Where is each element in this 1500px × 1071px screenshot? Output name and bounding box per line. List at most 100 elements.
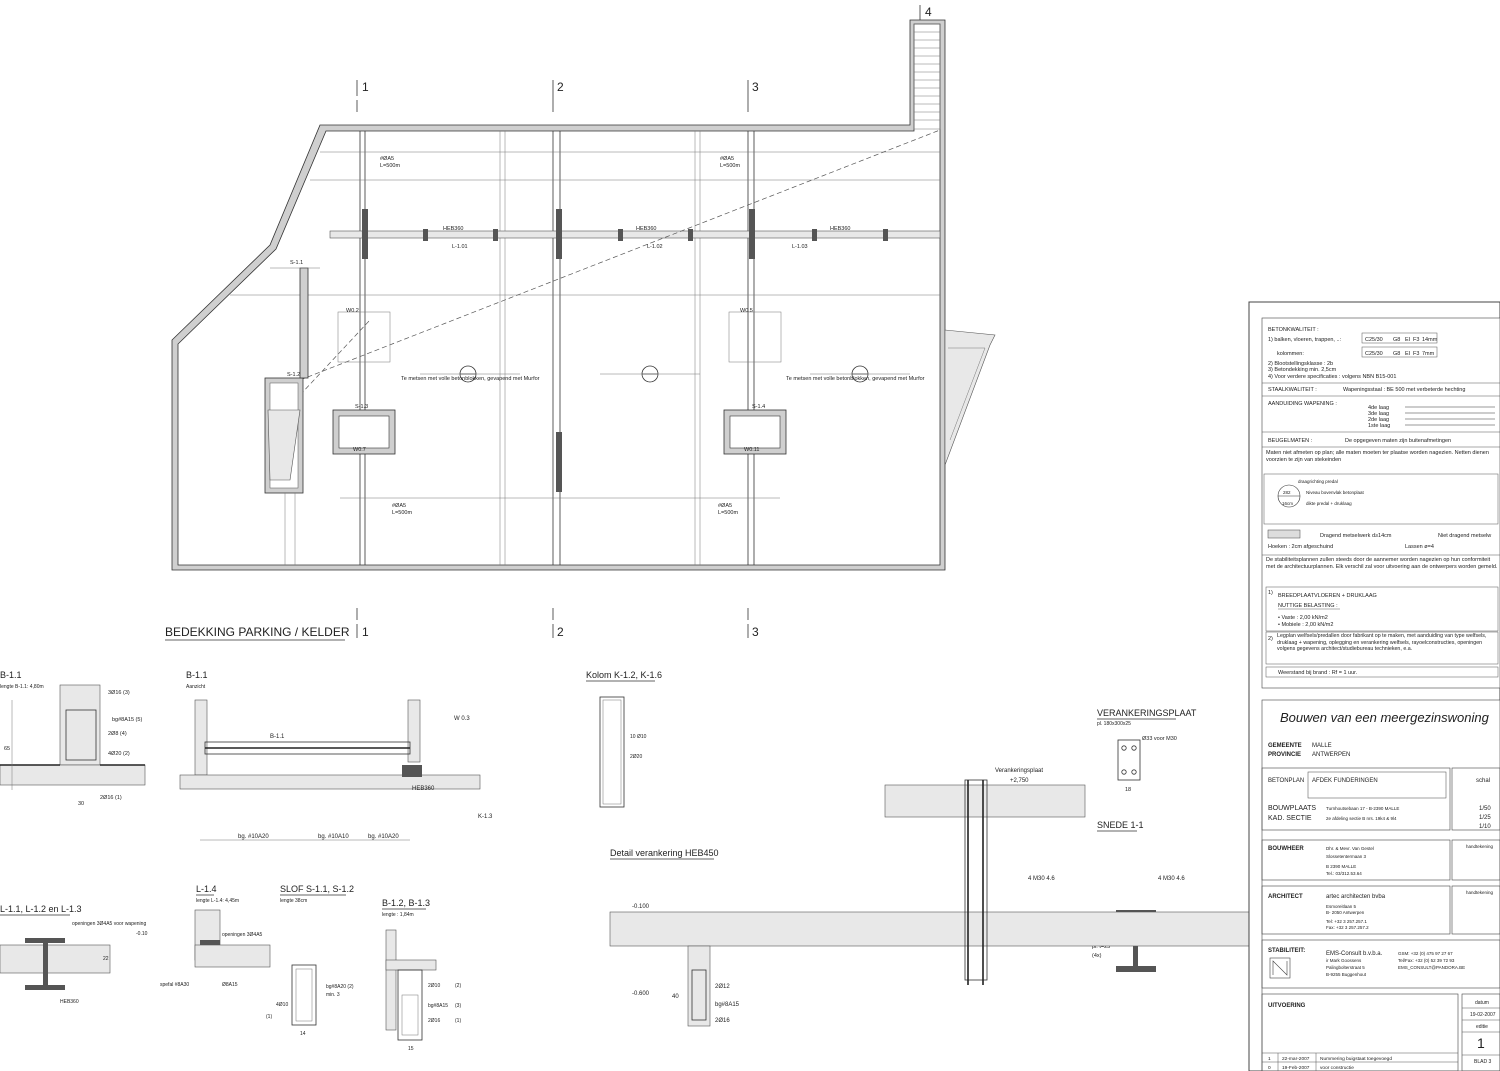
plan-labels: HEB360 HEB360 HEB360 L-1.01 L-1.02 L-1.0… — [287, 156, 925, 516]
axis-bottom-2: 2 — [557, 625, 564, 639]
tb-beton-val: C25/30 — [1365, 351, 1383, 357]
tb-stab-label: STABILITEIT: — [1268, 948, 1305, 954]
slof-label: 4Ø10 — [276, 1002, 288, 1008]
tb-beton-val: EI — [1405, 351, 1411, 357]
detail-title: L-1.4 — [196, 884, 217, 894]
detail-snede: SNEDE 1-1 pl. t=25 (4x) — [1092, 820, 1156, 972]
tb-stab-contact: GSM: +32 (0) 475 97 27 67 — [1398, 951, 1453, 956]
tb-beugel-label: BEUGELMATEN : — [1268, 438, 1313, 444]
axis-markers-bottom: 1 2 3 — [356, 608, 759, 639]
tb-gemeente-label: GEMEENTE — [1268, 743, 1302, 749]
heb-label: 4 M30 4.6 — [1028, 876, 1055, 882]
tb-stab: EMS-Consult b.v.b.a. — [1326, 951, 1383, 957]
heb-label: 4 M30 4.6 — [1158, 876, 1185, 882]
diagonal-line — [299, 129, 941, 381]
tb-schaal: 1/50 — [1479, 806, 1491, 812]
tb-rev-desc: Nummering buigstaat toegevoegd — [1320, 1056, 1392, 1062]
axis-top-1: 1 — [362, 80, 369, 94]
tb-beton-val: 14mm — [1422, 337, 1438, 343]
axis-top-3: 3 — [752, 80, 759, 94]
tb-beton-val: C25/30 — [1365, 337, 1383, 343]
tb-bouwheer: Slossetentermaan 3 — [1326, 854, 1367, 859]
tb-metsel: Niet dragend metselw — [1438, 533, 1491, 539]
b12-label: 2Ø10 — [428, 983, 440, 989]
rebar-label: 4Ø20 (2) — [108, 751, 130, 757]
svg-text:1): 1) — [1268, 590, 1273, 596]
tb-provincie-label: PROVINCIE — [1268, 752, 1301, 758]
l11-label: HEB360 — [60, 999, 79, 1005]
slof-label: min. 3 — [326, 992, 340, 998]
wall-label: W0.5 — [740, 308, 753, 314]
tb-bouwheer: Tel.: 03/312.53.64 — [1326, 871, 1362, 876]
tb-bouwheer: Dhr. & Mevr. Van Gestel — [1326, 846, 1374, 851]
tb-editie-label: editie — [1476, 1024, 1488, 1030]
dim-label: 65 — [4, 746, 10, 752]
l11-label: -0.10 — [136, 931, 148, 937]
heb-label: -0.100 — [632, 904, 650, 910]
elev-label: bg. #10A10 — [318, 834, 349, 840]
beam-line-heb360 — [329, 209, 941, 492]
slof-label: bg#8A20 (2) — [326, 984, 354, 990]
rebar-label: 2Ø8 (4) — [108, 731, 127, 737]
tb-handtekening: handtekening — [1466, 890, 1494, 895]
tb-beton-val: G8 — [1393, 337, 1400, 343]
dim-label: 30 — [78, 801, 84, 807]
tb-schaal-label: schal — [1476, 778, 1490, 784]
floor-plan: 1 2 3 4 1 2 3 HEB360 HEB360 HEB360 L-1.0… — [165, 5, 996, 641]
tb-rev-nr: 0 — [1268, 1065, 1271, 1071]
tb-beton-val: 7mm — [1422, 351, 1435, 357]
beam-label: L-1.01 — [452, 244, 468, 250]
reinf-label: #ØA5 — [392, 503, 406, 509]
detail-title: Kolom K-1.2, K-1.6 — [586, 670, 662, 680]
plan-title: BEDEKKING PARKING / KELDER — [165, 625, 350, 639]
tb-plan-name: AFDEK FUNDERINGEN — [1312, 778, 1378, 784]
tb-vaste: • Vaste : 2,00 kN/m2 — [1278, 615, 1328, 621]
plaat-label: Ø33 voor M30 — [1142, 736, 1177, 742]
l11-label: 22 — [103, 956, 109, 962]
tb-stab-contact: Tel/Fax: +32 (0) 52 39 72 93 — [1398, 958, 1455, 963]
axis-bottom-1: 1 — [362, 625, 369, 639]
slof-label: 14 — [300, 1031, 306, 1037]
rebar-label: bg#8A15 (5) — [112, 717, 142, 723]
tb-laag: 1ste laag — [1368, 423, 1390, 429]
detail-sub: Aanzicht — [186, 684, 206, 690]
detail-title: Detail verankering HEB450 — [610, 848, 719, 858]
tb-beton-note: 2) Blootstellingsklasse : 2b — [1268, 361, 1333, 367]
tb-beton-val: G8 — [1393, 351, 1400, 357]
tb-beton-note: 4) Voor verdere specificaties : volgens … — [1268, 374, 1396, 380]
beam-label: HEB360 — [830, 226, 851, 232]
reinf-label: #ØA5 — [718, 503, 732, 509]
tb-handtekening: handtekening — [1466, 844, 1494, 849]
tb-symbol-label: 16cm — [1282, 501, 1293, 506]
detail-l14: L-1.4 lengte L-1.4: 4,45m openingen 3Ø4A… — [160, 884, 271, 988]
tb-beton-note: 3) Betondekking min. 2,5cm — [1268, 367, 1337, 373]
tb-laag: 4de laag — [1368, 405, 1389, 411]
tb-datum-label: datum — [1475, 1000, 1489, 1006]
elev-label: HEB360 — [412, 786, 435, 792]
plan-note: Te metsen met volle betonblokken, gevape… — [786, 376, 925, 382]
b12-label: (1) — [455, 1018, 461, 1024]
tb-lassen: Lassen ø=4 — [1405, 544, 1434, 550]
tb-project: Bouwen van een meergezinswoning — [1280, 710, 1490, 725]
axis-markers-top: 1 2 3 4 — [356, 5, 932, 112]
detail-title: SLOF S-1.1, S-1.2 — [280, 884, 354, 894]
tb-architect-label: ARCHITECT — [1268, 894, 1303, 900]
ramp-right — [944, 329, 996, 466]
detail-sub: lengte 38cm — [280, 898, 307, 904]
wall-label: S-1.3 — [355, 404, 368, 410]
kolom-label: 2Ø20 — [630, 754, 642, 760]
tb-uitvoering: UITVOERING — [1268, 1003, 1306, 1009]
column-k13 — [749, 209, 755, 259]
slab-symbols — [420, 365, 910, 383]
tb-symbol-label: draagrichting predal — [1298, 479, 1338, 484]
detail-title: L-1.1, L-1.2 en L-1.3 — [0, 904, 82, 914]
l11-label: openingen 3Ø4A5 voor wapening — [72, 921, 146, 927]
detail-title: B-1.1 — [186, 670, 208, 680]
detail-b11-elevation: B-1.1 Aanzicht B-1.1 W 0.3 HEB360 K-1.3 … — [179, 670, 493, 841]
wall-label: S-1.4 — [752, 404, 765, 410]
detail-title: B-1.1 — [0, 670, 22, 680]
tb-brand: Weerstand bij brand : Rf = 1 uur. — [1278, 670, 1358, 676]
tb-kad: 2e afdeling sectie B nrs. 19k4 & 9l4 — [1326, 816, 1397, 821]
l14-label: Ø8A15 — [222, 982, 238, 988]
tb-schaal: 1/25 — [1479, 815, 1491, 821]
